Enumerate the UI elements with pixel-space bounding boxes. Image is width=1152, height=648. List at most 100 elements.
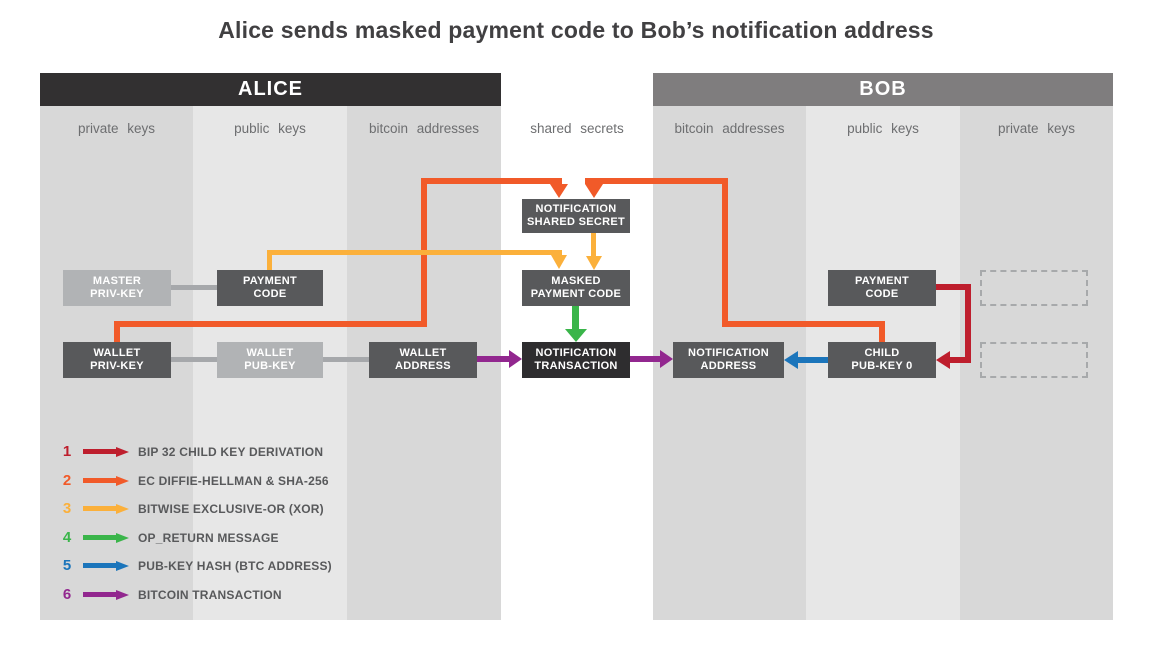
box-placeholder-bob-priv-2	[980, 342, 1088, 378]
box-label-line: WALLET	[399, 346, 447, 359]
legend-number: 1	[62, 443, 72, 460]
legend-arrow-purple	[83, 589, 129, 600]
bob-header-bar: BOB	[653, 73, 1113, 106]
line-segment	[477, 356, 509, 362]
box-wallet-priv-key: WALLET PRIV-KEY	[63, 342, 171, 378]
box-notification-shared-secret: NOTIFICATION SHARED SECRET	[522, 199, 630, 233]
legend-label: EC DIFFIE-HELLMAN & SHA-256	[138, 473, 329, 488]
legend-label: OP_RETURN MESSAGE	[138, 530, 279, 545]
line-segment	[267, 250, 272, 270]
box-label-line: WALLET	[93, 346, 141, 359]
legend-number: 4	[62, 529, 72, 546]
legend-item-bip32: 1 BIP 32 CHILD KEY DERIVATION	[58, 441, 323, 462]
line-segment	[572, 306, 579, 329]
box-label-line: PAYMENT CODE	[530, 288, 622, 300]
arrowhead-right	[660, 350, 673, 368]
box-label-line: CODE	[253, 288, 287, 300]
legend-label: BITCOIN TRANSACTION	[138, 587, 282, 602]
box-label-line: SHARED SECRET	[526, 216, 626, 228]
line-segment	[722, 178, 728, 327]
legend-number: 3	[62, 500, 72, 517]
legend-item-opreturn: 4 OP_RETURN MESSAGE	[58, 527, 279, 548]
column-label-bob-public-keys: public keys	[847, 120, 919, 136]
line-segment	[630, 356, 660, 362]
column-label-bob-private-keys: private keys	[997, 120, 1076, 136]
box-label-line: PRIV-KEY	[90, 360, 144, 372]
box-label-line: WALLET	[246, 346, 294, 359]
box-master-priv-key: MASTER PRIV-KEY	[63, 270, 171, 306]
line-segment	[114, 321, 120, 342]
box-label-line: PAYMENT	[854, 274, 910, 287]
legend-number: 5	[62, 557, 72, 574]
box-payment-code-alice: PAYMENT CODE	[217, 270, 323, 306]
arrowhead-down	[550, 184, 568, 198]
box-label-line: PUB-KEY	[244, 360, 296, 372]
line-segment	[798, 357, 828, 363]
alice-header-label: ALICE	[238, 78, 303, 100]
legend-arrow-green	[83, 532, 129, 543]
connector-master-to-paymentcode	[171, 285, 217, 290]
box-payment-code-bob: PAYMENT CODE	[828, 270, 936, 306]
column-label-alice-bitcoin-addresses: bitcoin addresses	[368, 120, 480, 136]
box-label-line: PUB-KEY 0	[851, 360, 913, 372]
box-masked-payment-code: MASKED PAYMENT CODE	[522, 270, 630, 306]
arrowhead-down	[551, 255, 567, 269]
legend-label: BITWISE EXCLUSIVE-OR (XOR)	[138, 501, 324, 516]
diagram-title: Alice sends masked payment code to Bob’s…	[218, 17, 934, 43]
legend-arrow-amber	[83, 503, 129, 514]
line-segment	[114, 321, 427, 327]
box-label-line: PRIV-KEY	[90, 288, 144, 300]
box-notification-transaction: NOTIFICATION TRANSACTION	[522, 342, 630, 378]
bob-header-label: BOB	[859, 78, 907, 100]
legend-number: 6	[62, 586, 72, 603]
line-segment	[722, 321, 885, 327]
box-label-line: MASTER	[92, 274, 142, 287]
column-label-bob-bitcoin-addresses: bitcoin addresses	[674, 120, 785, 136]
column-label-alice-private-keys: private keys	[77, 120, 156, 136]
box-label-line: ADDRESS	[395, 360, 451, 372]
legend-item-ecdh: 2 EC DIFFIE-HELLMAN & SHA-256	[58, 470, 329, 491]
legend-item-xor: 3 BITWISE EXCLUSIVE-OR (XOR)	[58, 498, 324, 519]
legend-label: BIP 32 CHILD KEY DERIVATION	[138, 444, 324, 459]
line-segment	[591, 233, 596, 256]
legend-item-transaction: 6 BITCOIN TRANSACTION	[58, 584, 282, 605]
legend-arrow-blue	[83, 560, 129, 571]
line-segment	[950, 357, 971, 363]
box-label-line: CODE	[865, 288, 899, 300]
line-segment	[965, 284, 971, 363]
column-label-alice-public-keys: public keys	[234, 120, 306, 136]
line-segment	[585, 178, 728, 184]
box-label-line: MASKED	[551, 274, 601, 287]
connector-walletpub-to-walletaddress	[323, 357, 369, 362]
legend-number: 2	[62, 472, 72, 489]
box-label-line: NOTIFICATION	[535, 202, 617, 215]
box-notification-address: NOTIFICATION ADDRESS	[673, 342, 784, 378]
arrowhead-left	[936, 351, 950, 369]
box-label-line: TRANSACTION	[534, 360, 618, 372]
arrowhead-left	[784, 351, 798, 369]
box-wallet-pub-key: WALLET PUB-KEY	[217, 342, 323, 378]
line-segment	[267, 250, 562, 255]
box-child-pub-key-0: CHILD PUB-KEY 0	[828, 342, 936, 378]
arrowhead-right	[509, 350, 522, 368]
box-label-line: NOTIFICATION	[688, 346, 769, 359]
column-label-shared-secrets: shared secrets	[530, 120, 624, 136]
legend-item-pubkeyhash: 5 PUB-KEY HASH (BTC ADDRESS)	[58, 555, 332, 576]
box-wallet-address: WALLET ADDRESS	[369, 342, 477, 378]
line-segment	[936, 284, 971, 290]
box-label-line: CHILD	[864, 346, 900, 359]
line-segment	[879, 321, 885, 342]
arrowhead-down	[585, 184, 603, 198]
box-label-line: NOTIFICATION	[535, 346, 617, 359]
arrowhead-down	[586, 256, 602, 270]
box-placeholder-bob-priv-1	[980, 270, 1088, 306]
arrowhead-down	[565, 329, 587, 342]
box-label-line: PAYMENT	[242, 274, 298, 287]
connector-walletpriv-to-walletpub	[171, 357, 217, 362]
legend-label: PUB-KEY HASH (BTC ADDRESS)	[138, 558, 332, 573]
line-segment	[421, 178, 562, 184]
legend-arrow-orange	[83, 475, 129, 486]
alice-header-bar: ALICE	[40, 73, 501, 106]
legend-arrow-red	[83, 446, 129, 457]
